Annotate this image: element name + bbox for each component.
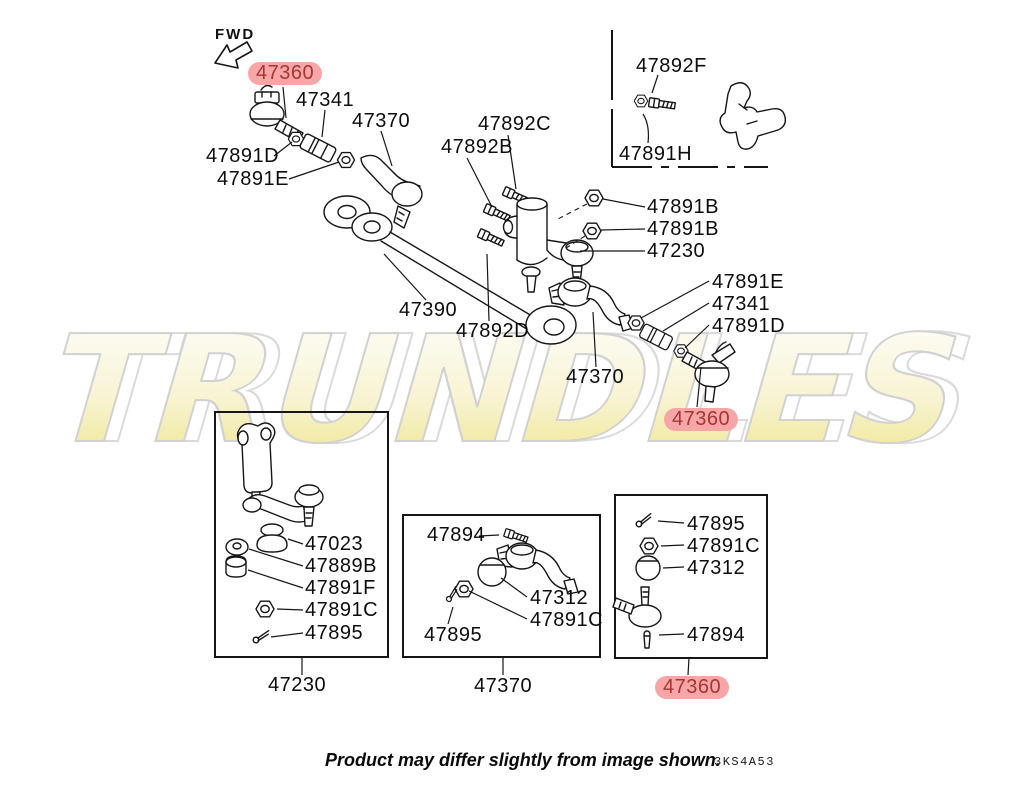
- leader-lines: [247, 74, 710, 676]
- adjust-sleeve-47341-left: [298, 132, 338, 164]
- fwd-label: FWD: [215, 26, 255, 43]
- pitman-arm: [548, 277, 634, 332]
- svg-text:TRUNDLES: TRUNDLES: [28, 304, 983, 476]
- knuckle-arm-kit-parts: [442, 527, 579, 604]
- diagram-code: 3KS4A53: [714, 755, 775, 769]
- tie-rod-end-kit-parts: [612, 512, 662, 649]
- knuckle-arm-left: [360, 154, 423, 229]
- nut-47891b-upper: [584, 189, 604, 207]
- knuckle-bracket-inset: [633, 82, 787, 150]
- relay-rod: [323, 195, 577, 345]
- nut-47891b-lower: [582, 222, 602, 240]
- svg-text:TRUNDLES: TRUNDLES: [42, 304, 997, 476]
- tie-rod-end-right: [681, 341, 736, 403]
- knuckle-arm-kit-box: [402, 514, 601, 658]
- tie-rod-end-kit-box: [614, 494, 768, 659]
- bolt-47892d: [476, 227, 506, 249]
- footer-disclaimer: Product may differ slightly from image s…: [325, 750, 721, 770]
- nut-47891e-left: [336, 151, 356, 169]
- idler-arm-kit-parts: [225, 422, 324, 644]
- fwd-indicator: FWD: [214, 26, 255, 69]
- fwd-arrow-icon: [214, 41, 253, 69]
- trundles-watermark: TRUNDLES TRUNDLES: [27, 303, 998, 477]
- knuckle-inset-frame: [611, 30, 768, 168]
